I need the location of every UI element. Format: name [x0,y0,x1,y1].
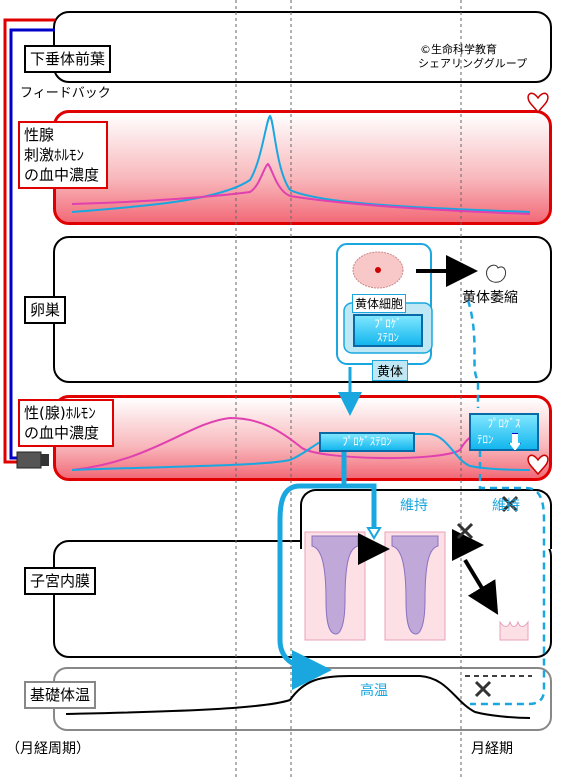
maintain-branch [344,483,377,530]
camera-icon [16,451,49,469]
sex-hormone-label: 性(腺)ﾎﾙﾓﾝ の血中濃度 [18,399,114,447]
progesterone-right-box: ﾌﾟﾛｹﾞｽ ﾃﾛﾝ [469,413,539,451]
decline-dashed-right [470,450,546,706]
ovary-label: 卵巣 [24,296,67,324]
atrophied-luteum-icon [486,264,507,283]
copyright-line2: シェアリンググループ [418,57,528,70]
maintain-label-1: 維持 [400,498,428,514]
progesterone-right-1: ﾌﾟﾛｹﾞｽ [487,417,521,430]
gonadotropin-label-2: 刺激ﾎﾙﾓﾝ [24,146,85,164]
x-mark-1 [456,522,474,540]
high-temp-label: 高温 [360,683,388,699]
heart-icon-bottom [527,454,549,476]
progesterone-small-2: ｽﾃﾛﾝ [377,331,399,344]
progesterone-mid-box: ﾌﾟﾛｹﾞｽﾃﾛﾝ [319,432,415,452]
maintain-label-2: 維持 [492,498,520,514]
fsh-curve [71,162,531,215]
corpus-luteum-label: 黄体 [372,360,409,381]
endometrium-thick-2 [384,531,446,641]
endometrium-label: 子宮内膜 [24,567,97,595]
bbt-curve [65,675,531,719]
luteal-cell-label: 黄体細胞 [352,294,407,313]
luteal-cell-icon [352,251,404,289]
progesterone-right-2: ﾃﾛﾝ [477,433,494,446]
shed-arrow [463,558,499,615]
progesterone-to-endometrium-arrow [277,448,347,690]
feedback-label: フィードバック [20,86,111,101]
progesterone-small-box: ﾌﾟﾛｹﾞ ｽﾃﾛﾝ [353,314,423,347]
pituitary-label: 下垂体前葉 [24,45,112,73]
copyright-line1: ©生命科学教育 [420,43,497,56]
x-mark-2 [501,495,519,513]
sex-hormone-label-2: の血中濃度 [24,424,100,442]
bbt-label: 基礎体温 [24,681,97,709]
progesterone-decline-dashed [466,299,480,408]
luteal-atrophy-label: 黄体萎縮 [462,290,518,306]
x-mark-3 [474,680,492,698]
sex-hormone-label-1: 性(腺)ﾎﾙﾓﾝ [24,404,96,422]
gonadotropin-label-3: の血中濃度 [24,166,100,184]
feedback-red-line [3,18,55,464]
heart-icon-top [527,92,549,114]
pituitary-panel [53,11,552,83]
progesterone-small-1: ﾌﾟﾛｹﾞ [374,317,402,330]
endometrium-thin [499,620,529,641]
maintain-arrowhead [366,527,382,540]
gonadotropin-label: 性腺 刺激ﾎﾙﾓﾝ の血中濃度 [18,121,108,189]
cycle-label: （月経周期） [6,741,90,757]
feedback-blue-line [9,28,55,460]
estrogen-curve [71,416,521,471]
endometrium-thick-1 [304,531,366,641]
menses-label: 月経期 [471,741,513,757]
gonadotropin-label-1: 性腺 [24,126,55,144]
